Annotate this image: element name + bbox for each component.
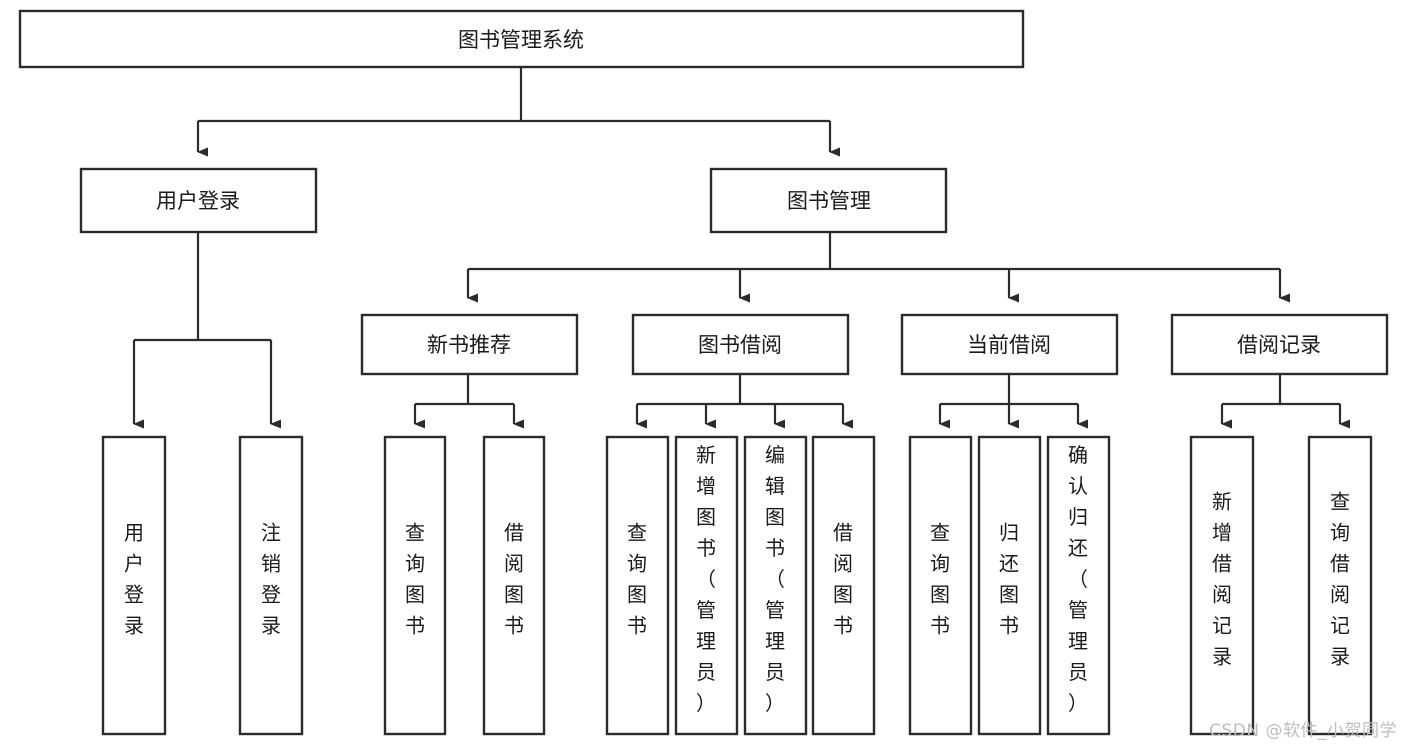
node-borrow-records-box [1170, 313, 1389, 376]
edges-root-to-level2 [196, 67, 840, 157]
node-root-book-management-system[interactable]: 图书管理系统 [18, 9, 1025, 69]
node-leaf-label: 查询图书 [405, 521, 425, 638]
node-leaf-book-borrow-2[interactable]: 新增图书（管理员） [674, 435, 739, 736]
edges-book-borrow-to-leaves [635, 374, 853, 429]
node-leaf-box [811, 435, 876, 736]
edges-new-book-to-leaves [413, 374, 524, 429]
node-leaf-box [908, 435, 973, 736]
node-leaf-box [383, 435, 447, 736]
node-leaf-book-borrow-1[interactable]: 查询图书 [605, 435, 670, 736]
node-leaf-box [1307, 435, 1373, 736]
node-leaf-box [482, 435, 546, 736]
node-leaf-borrow-records-1[interactable]: 新增借阅记录 [1189, 435, 1255, 736]
node-leaf-book-borrow-3[interactable]: 编辑图书（管理员） [743, 435, 808, 736]
node-leaf-box [101, 435, 167, 736]
node-leaf-label: 借阅图书 [833, 521, 853, 638]
node-leaf-new-book-2[interactable]: 借阅图书 [482, 435, 546, 736]
node-book-borrow-label: 图书借阅 [698, 333, 782, 357]
node-leaf-box [977, 435, 1042, 736]
node-new-book-recommend[interactable]: 新书推荐 [360, 313, 579, 376]
node-leaf-box [743, 435, 808, 736]
node-leaf-box [1046, 435, 1111, 736]
node-book-borrow[interactable]: 图书借阅 [631, 313, 850, 376]
node-leaf-box [1189, 435, 1255, 736]
node-leaf-box [674, 435, 739, 736]
node-borrow-records[interactable]: 借阅记录 [1170, 313, 1389, 376]
node-book-borrow-box [631, 313, 850, 376]
node-leaf-book-borrow-4[interactable]: 借阅图书 [811, 435, 876, 736]
node-leaf-label: 注销登录 [261, 521, 281, 638]
node-leaf-box [605, 435, 670, 736]
node-root-label: 图书管理系统 [458, 28, 584, 52]
node-user-login-label: 用户登录 [156, 189, 240, 213]
node-leaf-label: 借阅图书 [504, 521, 524, 638]
node-leaf-label: 编辑图书（管理员） [765, 443, 785, 715]
node-leaf-label: 归还图书 [999, 521, 1019, 638]
node-leaf-label: 新增借阅记录 [1212, 490, 1232, 669]
node-new-book-recommend-box [360, 313, 579, 376]
node-root-box [18, 9, 1025, 69]
node-current-borrow-box [900, 313, 1119, 376]
node-leaf-borrow-records-2[interactable]: 查询借阅记录 [1307, 435, 1373, 736]
edges-current-borrow-to-leaves [938, 374, 1088, 429]
node-book-management[interactable]: 图书管理 [709, 167, 948, 234]
node-book-management-box [709, 167, 948, 234]
node-current-borrow[interactable]: 当前借阅 [900, 313, 1119, 376]
node-leaf-current-borrow-3[interactable]: 确认归还（管理员） [1046, 435, 1111, 736]
edges-book-manage-to-level3 [466, 232, 1290, 303]
node-leaf-current-borrow-2[interactable]: 归还图书 [977, 435, 1042, 736]
node-borrow-records-label: 借阅记录 [1237, 333, 1321, 357]
node-user-login[interactable]: 用户登录 [79, 167, 318, 234]
csdn-watermark: CSDN @软件_小贺同学 [1209, 721, 1397, 741]
node-new-book-recommend-label: 新书推荐 [427, 333, 511, 357]
edges-borrow-records-to-leaves [1220, 374, 1350, 429]
node-leaf-new-book-1[interactable]: 查询图书 [383, 435, 447, 736]
node-leaf-label: 用户登录 [124, 521, 144, 638]
node-leaf-label: 新增图书（管理员） [696, 443, 716, 715]
node-leaf-user-login-2[interactable]: 注销登录 [238, 435, 304, 736]
node-leaf-box [238, 435, 304, 736]
node-leaf-current-borrow-1[interactable]: 查询图书 [908, 435, 973, 736]
node-current-borrow-label: 当前借阅 [967, 333, 1051, 357]
node-leaf-label: 确认归还（管理员） [1068, 443, 1088, 715]
edges-user-login-to-leaves [132, 232, 281, 429]
node-book-management-label: 图书管理 [787, 189, 871, 213]
node-user-login-box [79, 167, 318, 234]
node-leaf-label: 查询图书 [930, 521, 950, 638]
node-leaf-label: 查询借阅记录 [1330, 490, 1350, 669]
node-leaf-user-login-1[interactable]: 用户登录 [101, 435, 167, 736]
node-leaf-label: 查询图书 [627, 521, 647, 638]
